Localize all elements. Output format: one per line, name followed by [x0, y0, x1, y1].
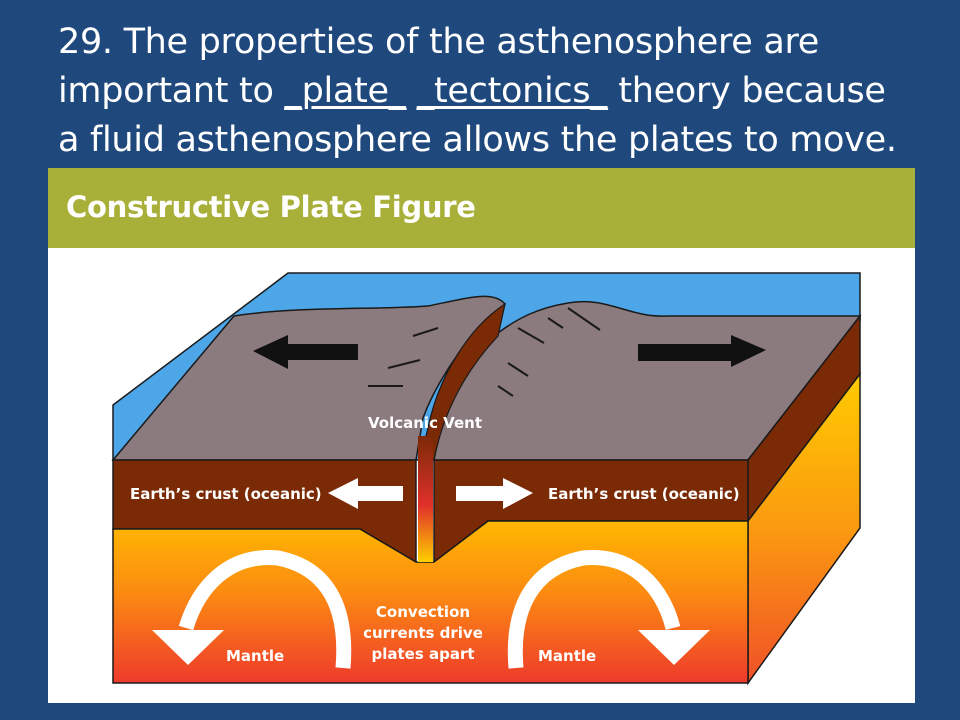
convection-current-left	[152, 550, 352, 669]
arrow-left-surface	[253, 335, 358, 369]
convection-label-line-3: plates apart	[371, 645, 474, 663]
question-line-2-end: theory because	[607, 71, 886, 111]
arrow-left-crust	[328, 478, 403, 509]
volcanic-vent	[418, 436, 433, 562]
fracture-lines	[368, 307, 601, 397]
convection-label-line-1: Convection	[376, 603, 470, 621]
arrow-right-surface	[638, 335, 766, 367]
left-plate-top	[111, 295, 507, 461]
figure-title: Constructive Plate Figure	[66, 190, 476, 224]
question-text: 29. The properties of the asthenosphere …	[58, 18, 938, 165]
mantle-label-left: Mantle	[226, 647, 284, 665]
plate-diagram: Volcanic Vent Earth’s crust (oceanic) Ea…	[111, 272, 862, 686]
figure-header: Constructive Plate Figure	[48, 168, 915, 248]
answer-blank-tectonics: _tectonics_	[416, 71, 608, 111]
mantle-label-right: Mantle	[538, 647, 596, 665]
volcanic-vent-label: Volcanic Vent	[368, 414, 482, 432]
question-line-3: a fluid asthenosphere allows the plates …	[58, 120, 897, 160]
crust-label-right: Earth’s crust (oceanic)	[548, 485, 740, 503]
arrow-right-crust	[456, 478, 533, 509]
question-line-1: 29. The properties of the asthenosphere …	[58, 22, 820, 62]
crust-label-left: Earth’s crust (oceanic)	[130, 485, 322, 503]
question-line-2-start: important to	[58, 71, 285, 111]
question-line-2: important to _plate_ _tectonics_ theory …	[58, 67, 938, 116]
convection-label-line-2: currents drive	[363, 624, 483, 642]
convection-current-right	[507, 550, 710, 669]
constructive-plate-figure: Constructive Plate Figure	[48, 168, 915, 703]
answer-blank-plate: _plate_	[284, 71, 406, 111]
